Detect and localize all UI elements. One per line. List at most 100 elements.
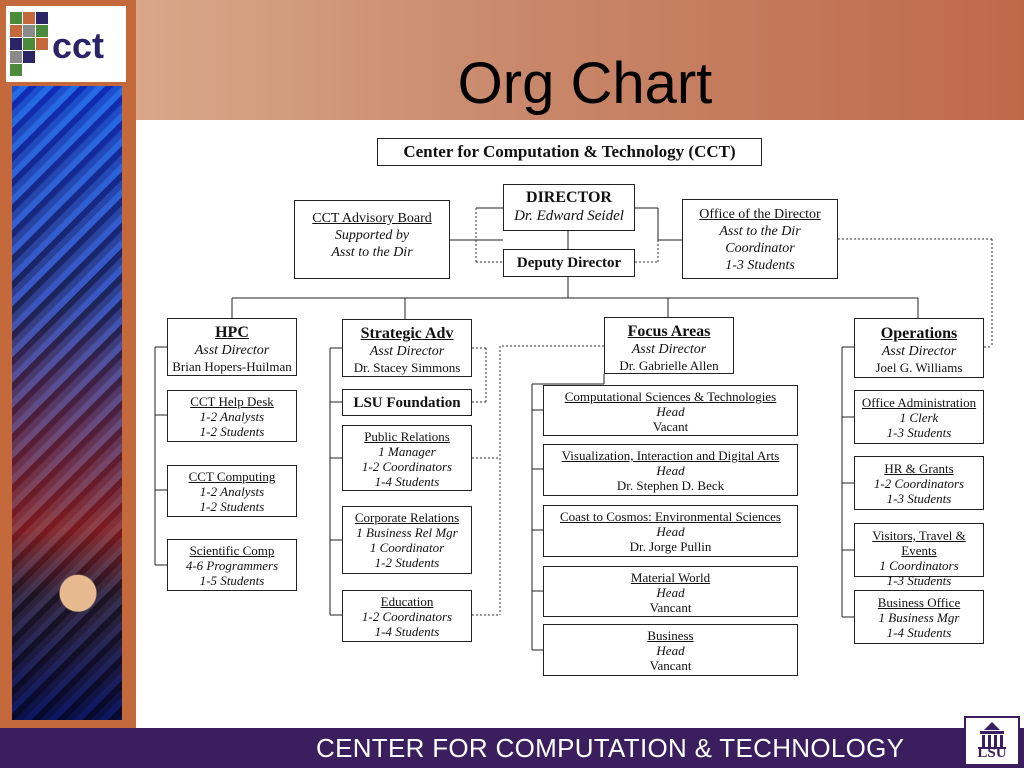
org-header-text: Center for Computation & Technology (CCT… <box>403 142 736 161</box>
strategic-unit-title: Corporate Relations <box>354 510 460 525</box>
focus-unit-box: Computational Sciences & Technologies He… <box>543 385 798 436</box>
operations-unit-line2: 1-3 Students <box>886 491 952 506</box>
strategic-unit-line1: 1 Business Rel Mgr <box>356 525 458 540</box>
strategic-unit-line2: 1-2 Coordinators <box>361 459 453 474</box>
operations-unit-title: Office Administration <box>861 395 977 410</box>
slide-title: Org Chart <box>457 51 713 116</box>
operations-name: Joel G. Williams <box>875 360 963 375</box>
hpc-unit-box: CCT Computing 1-2 Analysts 1-2 Students <box>167 465 297 517</box>
lsu-logo: LSU <box>964 716 1020 766</box>
office-box: Office of the Director Asst to the Dir C… <box>682 199 838 279</box>
focus-title: Focus Areas <box>627 323 711 340</box>
strategic-unit-line2: 1-4 Students <box>374 624 440 639</box>
focus-unit-title: Business <box>647 628 694 643</box>
strategic-box: Strategic Adv Asst Director Dr. Stacey S… <box>342 319 472 377</box>
hpc-unit-line1: 1-2 Analysts <box>199 409 265 424</box>
deputy-box: Deputy Director <box>503 249 635 277</box>
operations-unit-line2: 1-4 Students <box>886 625 952 640</box>
director-box: DIRECTOR Dr. Edward Seidel <box>503 184 635 231</box>
strategic-name: Dr. Stacey Simmons <box>353 360 461 375</box>
operations-role: Asst Director <box>881 344 957 359</box>
operations-unit-line1: 1 Clerk <box>899 410 939 425</box>
focus-box: Focus Areas Asst Director Dr. Gabrielle … <box>604 317 734 374</box>
strategic-unit-box: Education 1-2 Coordinators 1-4 Students <box>342 590 472 642</box>
hpc-unit-line1: 1-2 Analysts <box>199 484 265 499</box>
strategic-unit-line1: 1 Manager <box>378 444 436 459</box>
focus-name: Dr. Gabrielle Allen <box>619 358 719 373</box>
decorative-photo <box>12 86 122 720</box>
operations-box: Operations Asst Director Joel G. William… <box>854 318 984 378</box>
operations-unit-box: Visitors, Travel & Events 1 Coordinators… <box>854 523 984 588</box>
operations-unit-box: Business Office 1 Business Mgr 1-4 Stude… <box>854 590 984 644</box>
office-title: Office of the Director <box>699 207 821 222</box>
operations-unit-box: Office Administration 1 Clerk 1-3 Studen… <box>854 390 984 444</box>
hpc-unit-line2: 1-5 Students <box>199 573 265 588</box>
operations-unit-line1: 1-2 Coordinators <box>873 476 965 491</box>
focus-unit-role: Head <box>656 524 685 539</box>
strategic-unit-title: Education <box>380 594 434 609</box>
focus-unit-name: Dr. Stephen D. Beck <box>616 478 725 493</box>
cct-logo: cct <box>6 6 126 82</box>
operations-unit-title: Visitors, Travel & Events <box>872 528 966 558</box>
office-line3: 1-3 Students <box>725 258 795 273</box>
deputy-title: Deputy Director <box>516 255 622 271</box>
focus-unit-box: Material World Head Vancant <box>543 566 798 617</box>
title-band <box>136 0 1024 120</box>
office-line1: Asst to the Dir <box>719 224 801 239</box>
hpc-title: HPC <box>215 324 249 341</box>
hpc-unit-title: Scientific Comp <box>189 543 275 558</box>
foundation-box: LSU Foundation <box>342 389 472 416</box>
focus-unit-title: Computational Sciences & Technologies <box>564 389 777 404</box>
strategic-unit-line2: 1 Coordinator <box>369 540 445 555</box>
focus-unit-box: Visualization, Interaction and Digital A… <box>543 444 798 496</box>
focus-unit-box: Coast to Cosmos: Environmental Sciences … <box>543 505 798 557</box>
operations-unit-line1: 1 Coordinators <box>879 558 959 573</box>
advisory-line2: Asst to the Dir <box>331 245 413 260</box>
office-line2: Coordinator <box>725 241 795 256</box>
hpc-unit-title: CCT Computing <box>188 469 276 484</box>
director-name: Dr. Edward Seidel <box>514 208 624 224</box>
logo-text: cct <box>52 25 104 66</box>
advisory-box: CCT Advisory Board Supported by Asst to … <box>294 200 450 279</box>
focus-unit-name: Vancant <box>649 658 692 673</box>
focus-unit-role: Head <box>656 643 685 658</box>
strategic-role: Asst Director <box>369 344 445 359</box>
operations-unit-title: HR & Grants <box>884 461 954 476</box>
focus-unit-title: Visualization, Interaction and Digital A… <box>561 448 780 463</box>
hpc-name: Brian Hopers-Huilman <box>172 359 292 374</box>
foundation-title: LSU Foundation <box>353 395 461 411</box>
hpc-unit-line2: 1-2 Students <box>199 499 265 514</box>
focus-unit-box: Business Head Vancant <box>543 624 798 676</box>
focus-unit-title: Coast to Cosmos: Environmental Sciences <box>560 509 781 524</box>
org-header: Center for Computation & Technology (CCT… <box>377 138 762 166</box>
strategic-unit-title: Public Relations <box>364 429 450 444</box>
operations-unit-line2: 1-3 Students <box>886 573 952 588</box>
hpc-unit-box: Scientific Comp 4-6 Programmers 1-5 Stud… <box>167 539 297 591</box>
focus-unit-name: Vancant <box>649 600 692 615</box>
hpc-unit-title: CCT Help Desk <box>190 394 274 409</box>
focus-unit-name: Vacant <box>652 419 689 434</box>
operations-title: Operations <box>880 325 958 342</box>
advisory-title: CCT Advisory Board <box>312 211 432 226</box>
operations-unit-title: Business Office <box>877 595 961 610</box>
focus-role: Asst Director <box>631 342 707 357</box>
hpc-unit-line2: 1-2 Students <box>199 424 265 439</box>
advisory-line1: Supported by <box>334 228 410 243</box>
hpc-unit-box: CCT Help Desk 1-2 Analysts 1-2 Students <box>167 390 297 442</box>
hpc-box: HPC Asst Director Brian Hopers-Huilman <box>167 318 297 376</box>
director-title: DIRECTOR <box>526 189 612 206</box>
focus-unit-role: Head <box>656 404 685 419</box>
strategic-unit-line1: 1-2 Coordinators <box>361 609 453 624</box>
hpc-role: Asst Director <box>194 343 270 358</box>
strategic-unit-line3: 1-4 Students <box>374 474 440 489</box>
strategic-unit-box: Corporate Relations 1 Business Rel Mgr 1… <box>342 506 472 574</box>
focus-unit-role: Head <box>656 463 685 478</box>
strategic-title: Strategic Adv <box>360 325 454 342</box>
strategic-unit-line3: 1-2 Students <box>374 555 440 570</box>
footer-band <box>0 728 1024 768</box>
hpc-unit-line1: 4-6 Programmers <box>185 558 279 573</box>
operations-unit-line1: 1 Business Mgr <box>878 610 960 625</box>
footer-text: CENTER FOR COMPUTATION & TECHNOLOGY <box>316 733 905 763</box>
strategic-unit-box: Public Relations 1 Manager 1-2 Coordinat… <box>342 425 472 491</box>
